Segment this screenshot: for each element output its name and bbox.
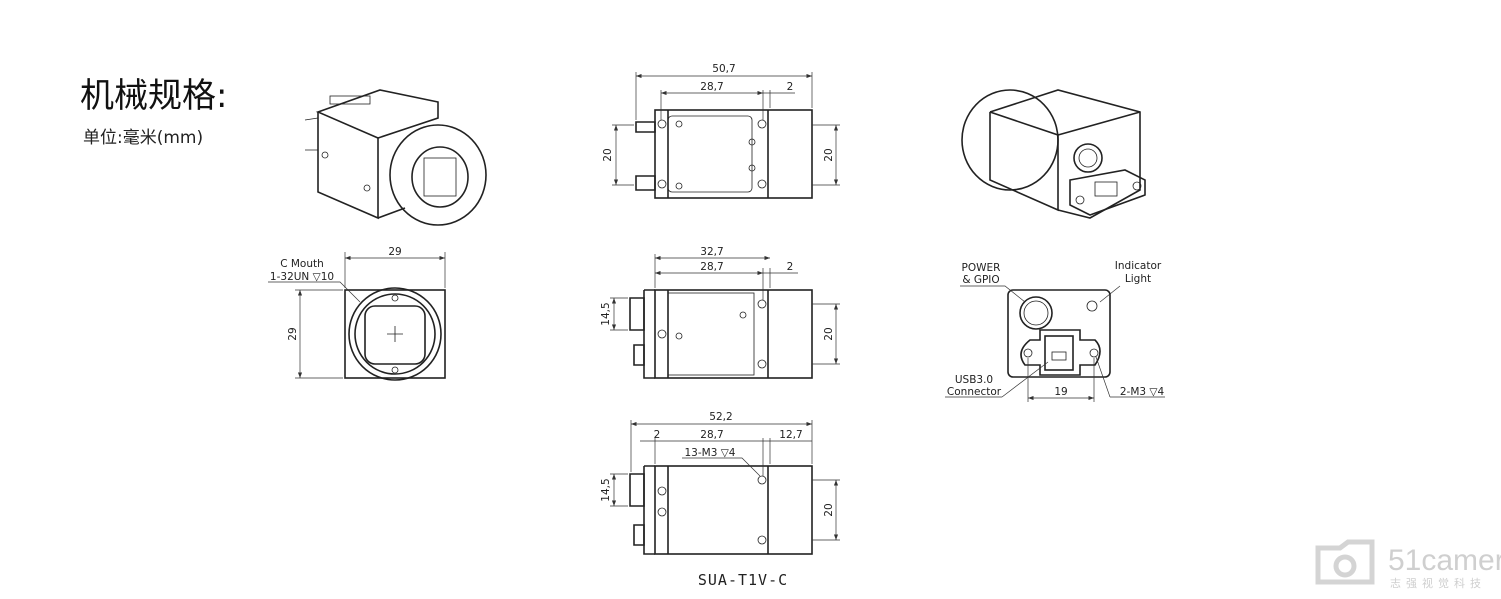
top-left-height-dim: 20 bbox=[602, 148, 614, 161]
power-label-1: POWER bbox=[962, 262, 1001, 274]
isometric-front-view bbox=[304, 89, 487, 226]
side-right-height-dim: 20 bbox=[823, 327, 835, 340]
watermark-logo: 51camera 志强视觉科技 bbox=[1315, 539, 1501, 590]
bottom-hole-span-dim: 28,7 bbox=[700, 429, 723, 441]
usb-label-2: Connector bbox=[947, 386, 1002, 398]
isometric-back-view bbox=[961, 89, 1146, 219]
bottom-right-height-dim: 20 bbox=[823, 503, 835, 516]
usb-label-1: USB3.0 bbox=[955, 374, 993, 386]
back-hole-span-dim: 19 bbox=[1054, 386, 1067, 398]
side-offset-dim: 2 bbox=[787, 261, 794, 273]
side-left-height-dim: 14,5 bbox=[600, 302, 612, 325]
top-view: 50,7 28,7 2 20 20 bbox=[602, 63, 840, 199]
side-hole-span-dim: 28,7 bbox=[700, 261, 723, 273]
thread-label: 1-32UN ▽10 bbox=[270, 271, 334, 283]
model-name: SUA-T1V-C bbox=[698, 571, 788, 589]
top-overall-dim: 50,7 bbox=[712, 63, 735, 75]
bottom-view: 52,2 2 28,7 12,7 13-M3 ▽4 14,5 20 bbox=[600, 411, 840, 555]
c-mount-label: C Mouth bbox=[280, 258, 324, 270]
bottom-right-dim: 12,7 bbox=[779, 429, 802, 441]
bottom-overall-dim: 52,2 bbox=[709, 411, 732, 423]
top-right-height-dim: 20 bbox=[823, 148, 835, 161]
bottom-holes-label: 13-M3 ▽4 bbox=[685, 447, 736, 459]
top-hole-span-dim: 28,7 bbox=[700, 81, 723, 93]
front-view: 29 29 C Mouth 1-32UN ▽10 bbox=[268, 246, 446, 381]
side-overall-dim: 32,7 bbox=[700, 246, 723, 258]
bottom-offset-dim: 2 bbox=[654, 429, 661, 441]
top-offset-dim: 2 bbox=[787, 81, 794, 93]
bottom-left-height-dim: 14,5 bbox=[600, 478, 612, 501]
power-label-2: & GPIO bbox=[962, 274, 999, 286]
indicator-label-2: Light bbox=[1125, 273, 1151, 285]
page-title: 机械规格: bbox=[80, 76, 227, 116]
side-view: 32,7 28,7 2 14,5 20 bbox=[600, 246, 840, 379]
watermark-subtitle: 志强视觉科技 bbox=[1390, 576, 1486, 590]
back-holes-label: 2-M3 ▽4 bbox=[1120, 386, 1165, 398]
front-height-dim: 29 bbox=[287, 327, 299, 340]
watermark-brand: 51camera bbox=[1388, 544, 1501, 577]
indicator-label-1: Indicator bbox=[1115, 260, 1162, 272]
unit-label: 单位:毫米(mm) bbox=[83, 128, 203, 148]
front-width-dim: 29 bbox=[388, 246, 401, 258]
back-view: POWER & GPIO Indicator Light USB3.0 Conn… bbox=[945, 260, 1165, 402]
